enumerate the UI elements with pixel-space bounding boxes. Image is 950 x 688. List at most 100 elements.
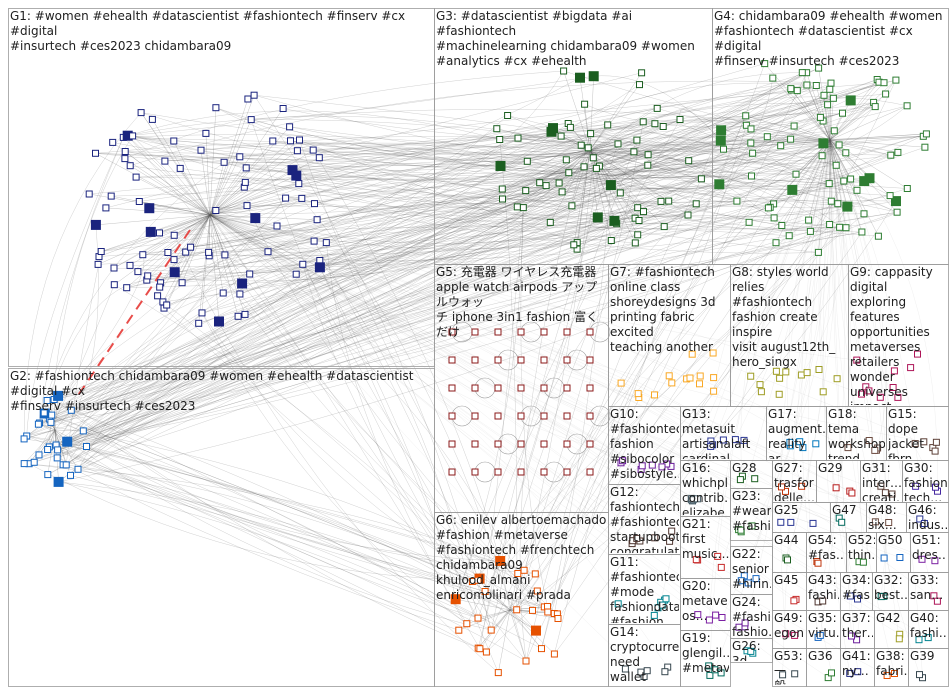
node-g2 — [44, 471, 52, 479]
inter-cluster-edge — [126, 214, 689, 288]
node-g50 — [880, 554, 888, 562]
inter-cluster-edge — [86, 207, 638, 447]
inter-cluster-edge — [326, 242, 481, 649]
node-g34 — [846, 592, 854, 600]
group-label-g23: G23: #wear… #fashi… — [732, 489, 771, 533]
inter-cluster-edge — [251, 109, 795, 127]
node-g19 — [706, 671, 714, 679]
inter-cluster-edge — [593, 75, 721, 141]
inter-cluster-edge — [209, 214, 665, 601]
inter-cluster-edge — [499, 139, 891, 165]
inter-cluster-edge — [57, 180, 844, 451]
intra-cluster-edge — [589, 149, 644, 212]
node-g2 — [48, 411, 56, 419]
intra-cluster-edge — [198, 214, 211, 324]
inter-cluster-edge — [785, 139, 832, 559]
intra-cluster-edge — [24, 429, 56, 464]
intra-cluster-edge — [539, 149, 591, 183]
inter-cluster-edge — [820, 139, 845, 636]
node-g4 — [769, 74, 777, 82]
inter-cluster-edge — [484, 227, 847, 592]
node-g4 — [874, 232, 882, 240]
node-g8 — [782, 368, 790, 376]
node-g1 — [195, 319, 203, 327]
inter-cluster-edge — [215, 172, 569, 211]
inter-cluster-edge — [246, 152, 753, 182]
node-g6 — [533, 587, 541, 595]
node-g1 — [137, 109, 145, 117]
node-g7 — [710, 387, 718, 395]
node-g4 — [748, 172, 755, 180]
inter-cluster-edge — [209, 214, 668, 668]
node-g5 — [540, 328, 548, 336]
group-label-g10: G10: #fashiontech fashion #sibocolor #si… — [610, 407, 679, 481]
node-g1 — [292, 270, 300, 278]
group-label-g21: G21: first music… — [682, 517, 729, 561]
intra-cluster-edge — [164, 160, 211, 216]
node-g8 — [833, 375, 841, 383]
intra-cluster-edge — [566, 149, 591, 161]
inter-cluster-edge — [215, 107, 528, 168]
node-g4 — [778, 222, 786, 229]
inter-cluster-edge — [209, 214, 935, 561]
node-g1 — [154, 292, 162, 300]
node-g2 — [74, 465, 82, 473]
node-g5 — [540, 468, 548, 476]
inter-cluster-edge — [750, 139, 831, 377]
inter-cluster-edge — [527, 152, 753, 173]
inter-cluster-edge — [299, 139, 533, 611]
intra-cluster-edge — [589, 149, 697, 205]
node-g5 — [494, 440, 502, 448]
inter-cluster-edge — [317, 203, 617, 224]
intra-cluster-edge — [829, 139, 863, 233]
node-g4 — [839, 109, 846, 117]
node-g3 — [568, 202, 576, 210]
node-g18 — [844, 444, 852, 452]
inter-cluster-edge — [319, 182, 560, 268]
inter-cluster-edge — [66, 464, 459, 631]
node-g1 — [241, 310, 249, 318]
inter-cluster-edge — [455, 213, 865, 600]
node-g3 — [665, 197, 673, 205]
node-g3 — [542, 182, 550, 190]
node-g30 — [912, 482, 920, 490]
node-g6 — [487, 626, 495, 634]
node-g38 — [883, 672, 891, 679]
node-g3 — [557, 132, 565, 140]
highlight-edge — [164, 257, 172, 268]
group-label-g47: G47 — [832, 503, 857, 517]
node-g13 — [740, 436, 748, 444]
inter-cluster-edge — [47, 188, 908, 401]
node-g1 — [170, 137, 178, 145]
intra-cluster-edge — [149, 207, 211, 216]
node-g15 — [931, 447, 939, 455]
inter-cluster-edge — [57, 457, 527, 662]
node-g6 — [481, 588, 489, 595]
inter-cluster-edge — [208, 211, 898, 261]
inter-cluster-edge — [782, 139, 831, 675]
group-label-g27: G27: trasfor… delle… — [774, 461, 815, 501]
group-label-g48: G48: six… — [868, 503, 897, 531]
inter-cluster-edge — [125, 133, 927, 155]
node-g31 — [877, 482, 885, 490]
node-g8 — [797, 371, 805, 379]
intra-cluster-edge — [209, 95, 255, 216]
intra-cluster-edge — [486, 609, 511, 653]
group-label-g16: G16: whichpl… contrib… elizabe… — [682, 461, 729, 515]
group-label-g38: G38: fabri… — [876, 649, 907, 678]
intra-cluster-edge — [589, 143, 619, 151]
inter-cluster-edge — [517, 81, 880, 139]
inter-cluster-edge — [209, 214, 929, 638]
intra-cluster-edge — [500, 149, 591, 167]
node-g3 — [495, 161, 506, 171]
node-g6 — [495, 556, 506, 566]
intra-cluster-edge — [509, 609, 542, 649]
node-g40 — [924, 634, 932, 642]
intra-cluster-edge — [589, 72, 642, 151]
node-g25 — [777, 518, 785, 526]
inter-cluster-edge — [126, 125, 747, 288]
intra-cluster-edge — [589, 149, 648, 166]
inter-cluster-edge — [507, 115, 775, 219]
inter-cluster-edge — [127, 75, 594, 136]
